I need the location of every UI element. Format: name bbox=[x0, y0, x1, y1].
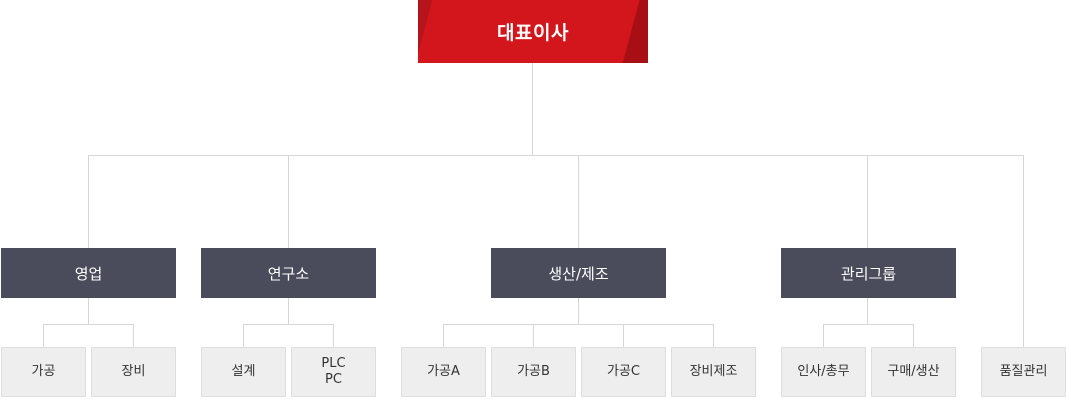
dept-management: 관리그룹 bbox=[781, 248, 956, 298]
dept-production-label: 생산/제조 bbox=[548, 264, 609, 283]
team-production-a: 가공A bbox=[401, 347, 486, 397]
dept-production: 생산/제조 bbox=[491, 248, 666, 298]
ceo-box: 대표이사 bbox=[418, 0, 648, 63]
team-sales-processing: 가공 bbox=[1, 347, 86, 397]
team-label: 장비 bbox=[121, 364, 146, 379]
ceo-label: 대표이사 bbox=[497, 22, 569, 44]
team-label: 가공B bbox=[517, 364, 550, 379]
dept-research: 연구소 bbox=[201, 248, 376, 298]
dept-quality-label: 품질관리 bbox=[999, 364, 1048, 379]
dept-research-label: 연구소 bbox=[267, 264, 310, 283]
dept-sales-label: 영업 bbox=[74, 264, 103, 283]
team-label: 인사/총무 bbox=[797, 364, 850, 379]
team-label: 구매/생산 bbox=[887, 364, 940, 379]
team-sales-equipment: 장비 bbox=[91, 347, 176, 397]
team-research-design: 설계 bbox=[201, 347, 286, 397]
team-label: 설계 bbox=[231, 364, 256, 379]
team-management-hr: 인사/총무 bbox=[781, 347, 866, 397]
team-production-b: 가공B bbox=[491, 347, 576, 397]
team-label: 장비제조 bbox=[689, 364, 738, 379]
dept-management-label: 관리그룹 bbox=[840, 264, 897, 283]
team-production-equipment: 장비제조 bbox=[671, 347, 756, 397]
team-production-c: 가공C bbox=[581, 347, 666, 397]
team-label: 가공 bbox=[31, 364, 56, 379]
team-label: 가공C bbox=[607, 364, 640, 379]
team-label-pc: PC bbox=[325, 372, 342, 387]
dept-sales: 영업 bbox=[1, 248, 176, 298]
team-research-plc-pc: PLC PC bbox=[291, 347, 376, 397]
team-label-plc: PLC bbox=[321, 356, 346, 371]
team-management-purchasing: 구매/생산 bbox=[871, 347, 956, 397]
team-label: 가공A bbox=[427, 364, 460, 379]
dept-quality: 품질관리 bbox=[981, 347, 1066, 397]
